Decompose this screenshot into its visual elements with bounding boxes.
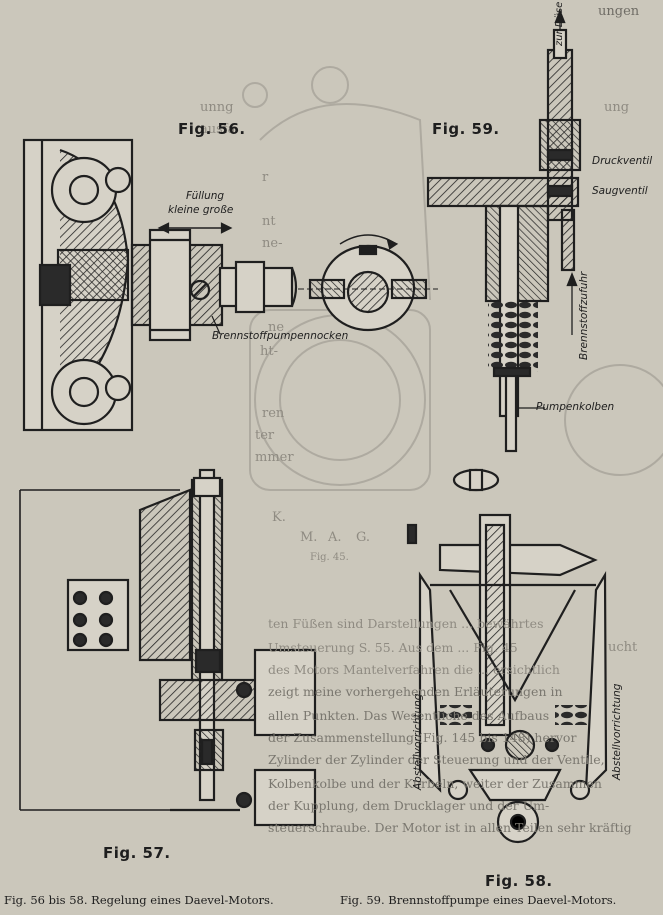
fig59-note-saugventil: Saugventil	[592, 185, 648, 197]
bleed-line: Zylinder der Zylinder der Steuerung und …	[268, 752, 605, 767]
fig59-note-zur-duese: zur Düse	[554, 1, 565, 46]
fig56-note-kleine-grosse: kleine große	[168, 204, 234, 216]
fig59-label: Fig. 59.	[432, 120, 500, 138]
bleed-line: Umsteuerung S. 55. Aus dem ... Fig. 45	[268, 640, 518, 655]
bleed-line: Kolbenkolbe und der Kurbeln, weiter der …	[268, 776, 602, 791]
caption-fig59: Fig. 59. Brennstoffpumpe eines Daevel-Mo…	[340, 893, 617, 907]
bleed-letter: K.	[272, 510, 286, 525]
bleed-line: des Motors Mantelverfahren die ... ersic…	[268, 662, 560, 677]
bleed-line: der Zusammenstellung (Fig. 145 bis 148) …	[268, 730, 577, 745]
bleed-fragment: ne-	[262, 236, 283, 251]
bleed-line: ausfa	[200, 122, 236, 137]
bleed-letter: G.	[356, 530, 371, 545]
bleed-line: der Kupplung, dem Drucklager und der Um-	[268, 798, 550, 813]
bleed-letter: A.	[328, 530, 342, 545]
fig56-note-nocken: Brennstoffpumpennocken	[212, 330, 349, 342]
fig58-drawing	[406, 468, 608, 844]
fig57-label: Fig. 57.	[103, 844, 171, 862]
fig58-label: Fig. 58.	[485, 872, 553, 890]
bleed-fragment: r	[262, 170, 269, 185]
bleed-fragment: ucht	[608, 640, 638, 655]
bleed-line: ten Füßen sind Darstellungen ... bewährt…	[268, 616, 544, 631]
fig58-note-abstell-right: Abstellvorrichtung	[611, 683, 623, 780]
fig58-note-abstell-left: Abstellvorrichtung	[412, 693, 424, 790]
fig59-note-kolben: Pumpenkolben	[536, 401, 615, 413]
bleed-line: unng	[200, 100, 234, 115]
bleed-line: steuerschraube. Der Motor ist in allen T…	[268, 820, 632, 835]
bleed-fragment: ter	[255, 428, 275, 443]
bleed-fragment: mmer	[255, 450, 294, 465]
bleed-line: zeigt meine vorhergehenden Erläuterungen…	[268, 684, 563, 699]
bleed-fragment: ne	[268, 320, 285, 335]
fig56-note-fuellung: Füllung	[186, 190, 225, 202]
fig56-label: Fig. 56.	[178, 120, 246, 138]
bleed-fragment: ung	[604, 100, 630, 115]
caption-fig56-58: Fig. 56 bis 58. Regelung eines Daevel-Mo…	[4, 893, 274, 907]
bleed-fig-label: Fig. 45.	[310, 552, 349, 563]
bleed-fragment: ren	[262, 406, 285, 421]
bleed-letter: M.	[300, 530, 318, 545]
fig59-note-zufuhr: Brennstoffzufuhr	[578, 271, 590, 360]
fig56-drawing	[22, 138, 298, 432]
bleed-line: allen Punkten. Das Wesentliche des Aufba…	[268, 708, 550, 723]
fig59-drawing	[426, 9, 582, 453]
bleed-fragment: ht-	[260, 344, 278, 359]
bleed-fragment: nt	[262, 214, 276, 229]
bleed-header: ungen	[598, 4, 640, 19]
fig57-drawing	[19, 468, 317, 827]
fig56-cam-drawing	[298, 234, 438, 332]
fig59-note-druckventil: Druckventil	[592, 155, 653, 167]
